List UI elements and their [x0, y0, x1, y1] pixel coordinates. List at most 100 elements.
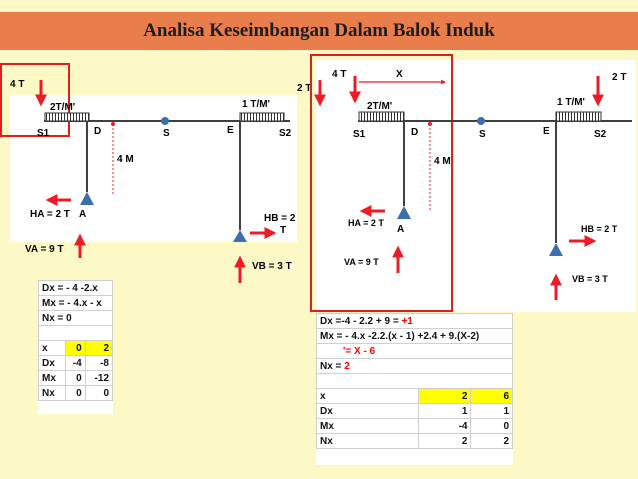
right-cell: 2	[417, 433, 472, 449]
right-support-b	[549, 243, 563, 256]
left-label-vb: VB = 3 T	[252, 261, 292, 272]
right-label-hb: HB = 2 T	[581, 224, 618, 234]
table-row: Nx 0 0	[38, 385, 114, 401]
header-bar: Analisa Keseimbangan Dalam Balok Induk	[0, 12, 638, 50]
right-eq-dx: Dx =-4 - 2.2 + 9 = +1	[316, 313, 513, 329]
left-label-d: D	[94, 126, 101, 137]
left-label-dist-right: 1 T/M'	[242, 99, 270, 110]
right-structure: 4 T X 2 T 2T/M' 1 T/M' S1 D S E S2 4 M H…	[310, 54, 632, 312]
right-eq-mx2: '= X - 6	[316, 343, 513, 359]
right-hinge-s	[477, 117, 485, 125]
left-blank-row	[38, 325, 113, 341]
left-cell: 0	[64, 370, 86, 386]
left-label-hb-1: HB = 2	[264, 213, 296, 224]
right-label-height: 4 M	[434, 156, 451, 167]
right-row-label: Nx	[316, 433, 419, 449]
right-table-panel: Dx =-4 - 2.2 + 9 = +1 Mx = - 4.x -2.2.(x…	[316, 313, 513, 465]
left-dist-load-left	[44, 112, 90, 122]
left-label-2t: 2 T	[297, 83, 311, 94]
left-label-s1: S1	[37, 128, 50, 139]
left-cell: -8	[84, 355, 114, 371]
left-structure: 4 T 2 T 2T/M' 1 T/M' S1 D S E S2 4 M A H…	[0, 63, 326, 283]
right-eq-dx-result: +1	[401, 315, 413, 327]
left-eq-mx: Mx = - 4.x - x	[38, 295, 113, 311]
right-label-a: A	[397, 224, 404, 235]
right-label-4t: 4 T	[332, 69, 346, 80]
left-hinge-s	[161, 117, 169, 125]
right-equation-table: Dx =-4 - 2.2 + 9 = +1 Mx = - 4.x -2.2.(x…	[316, 313, 513, 449]
left-cell: 0	[64, 385, 86, 401]
right-cell: 0	[470, 418, 513, 434]
right-dist-load-left	[358, 111, 405, 122]
left-cell: -4	[64, 355, 86, 371]
right-diagram-panel	[316, 60, 636, 312]
right-label-e: E	[543, 126, 550, 137]
left-row-label: Mx	[38, 370, 66, 386]
right-cell: 2	[470, 433, 513, 449]
left-dist-load-right	[239, 112, 285, 122]
right-height-dot	[428, 122, 432, 126]
left-label-va: VA = 9 T	[25, 244, 64, 255]
left-highlight-box	[0, 63, 70, 137]
left-row-label: Dx	[38, 355, 66, 371]
left-label-a: A	[79, 209, 86, 220]
left-cell: 0	[84, 385, 114, 401]
left-support-b	[233, 230, 247, 242]
right-label-s1: S1	[353, 129, 366, 140]
table-row: x 2 6	[316, 388, 513, 404]
right-label-2t: 2 T	[612, 72, 626, 83]
left-header-x: x	[38, 340, 66, 356]
right-label-ha: HA = 2 T	[348, 218, 384, 228]
table-row: Dx 1 1	[316, 403, 513, 419]
right-label-dist-left: 2T/M'	[367, 101, 392, 112]
right-row-label: Mx	[316, 418, 419, 434]
right-label-vb: VB = 3 T	[572, 274, 608, 284]
right-dist-load-right	[555, 111, 602, 122]
right-label-x: X	[396, 69, 403, 80]
right-eq-nx-text: Nx =	[320, 360, 345, 372]
right-label-s2: S2	[594, 129, 607, 140]
right-label-s: S	[479, 129, 486, 140]
left-equation-table: Dx = - 4 -2.x Mx = - 4.x - x Nx = 0 x 0 …	[38, 280, 114, 401]
right-label-dist-right: 1 T/M'	[557, 97, 585, 108]
right-cell: 1	[417, 403, 472, 419]
right-label-va: VA = 9 T	[344, 257, 379, 267]
left-row-label: Nx	[38, 385, 66, 401]
right-blank-row	[316, 373, 513, 389]
right-eq-nx: Nx = 2	[316, 358, 513, 374]
table-row: Dx -4 -8	[38, 355, 114, 371]
right-highlight-box	[310, 54, 453, 312]
right-eq-nx-result: 2	[344, 360, 350, 372]
left-label-ha: HA = 2 T	[30, 209, 70, 220]
left-label-height: 4 M	[117, 154, 134, 165]
table-row: Nx 2 2	[316, 433, 513, 449]
left-label-s: S	[163, 128, 170, 139]
left-header-x0: 0	[64, 340, 86, 356]
right-eq-mx: Mx = - 4.x -2.2.(x - 1) +2.4 + 9.(X-2)	[316, 328, 513, 344]
right-support-a	[397, 206, 411, 219]
left-label-hb-2: T	[280, 225, 286, 236]
left-label-e: E	[227, 125, 234, 136]
left-height-dot	[111, 122, 115, 126]
right-label-d: D	[411, 127, 418, 138]
right-header-x0: 2	[417, 388, 472, 404]
left-eq-nx: Nx = 0	[38, 310, 113, 326]
left-table-panel: Dx = - 4 -2.x Mx = - 4.x - x Nx = 0 x 0 …	[38, 280, 114, 414]
left-header-x1: 2	[84, 340, 114, 356]
left-label-s2: S2	[279, 128, 292, 139]
left-label-4t: 4 T	[10, 79, 24, 90]
left-support-a	[80, 192, 94, 205]
page-title: Analisa Keseimbangan Dalam Balok Induk	[143, 20, 495, 41]
right-eq-dx-text: Dx =-4 - 2.2 + 9 =	[320, 315, 402, 327]
table-row: Mx 0 -12	[38, 370, 114, 386]
left-cell: -12	[84, 370, 114, 386]
right-cell: 1	[470, 403, 513, 419]
right-header-x: x	[316, 388, 419, 404]
right-cell: -4	[417, 418, 472, 434]
left-label-dist-left: 2T/M'	[50, 102, 75, 113]
table-row: x 0 2	[38, 340, 114, 356]
right-row-label: Dx	[316, 403, 419, 419]
table-row: Mx -4 0	[316, 418, 513, 434]
right-header-x1: 6	[470, 388, 513, 404]
